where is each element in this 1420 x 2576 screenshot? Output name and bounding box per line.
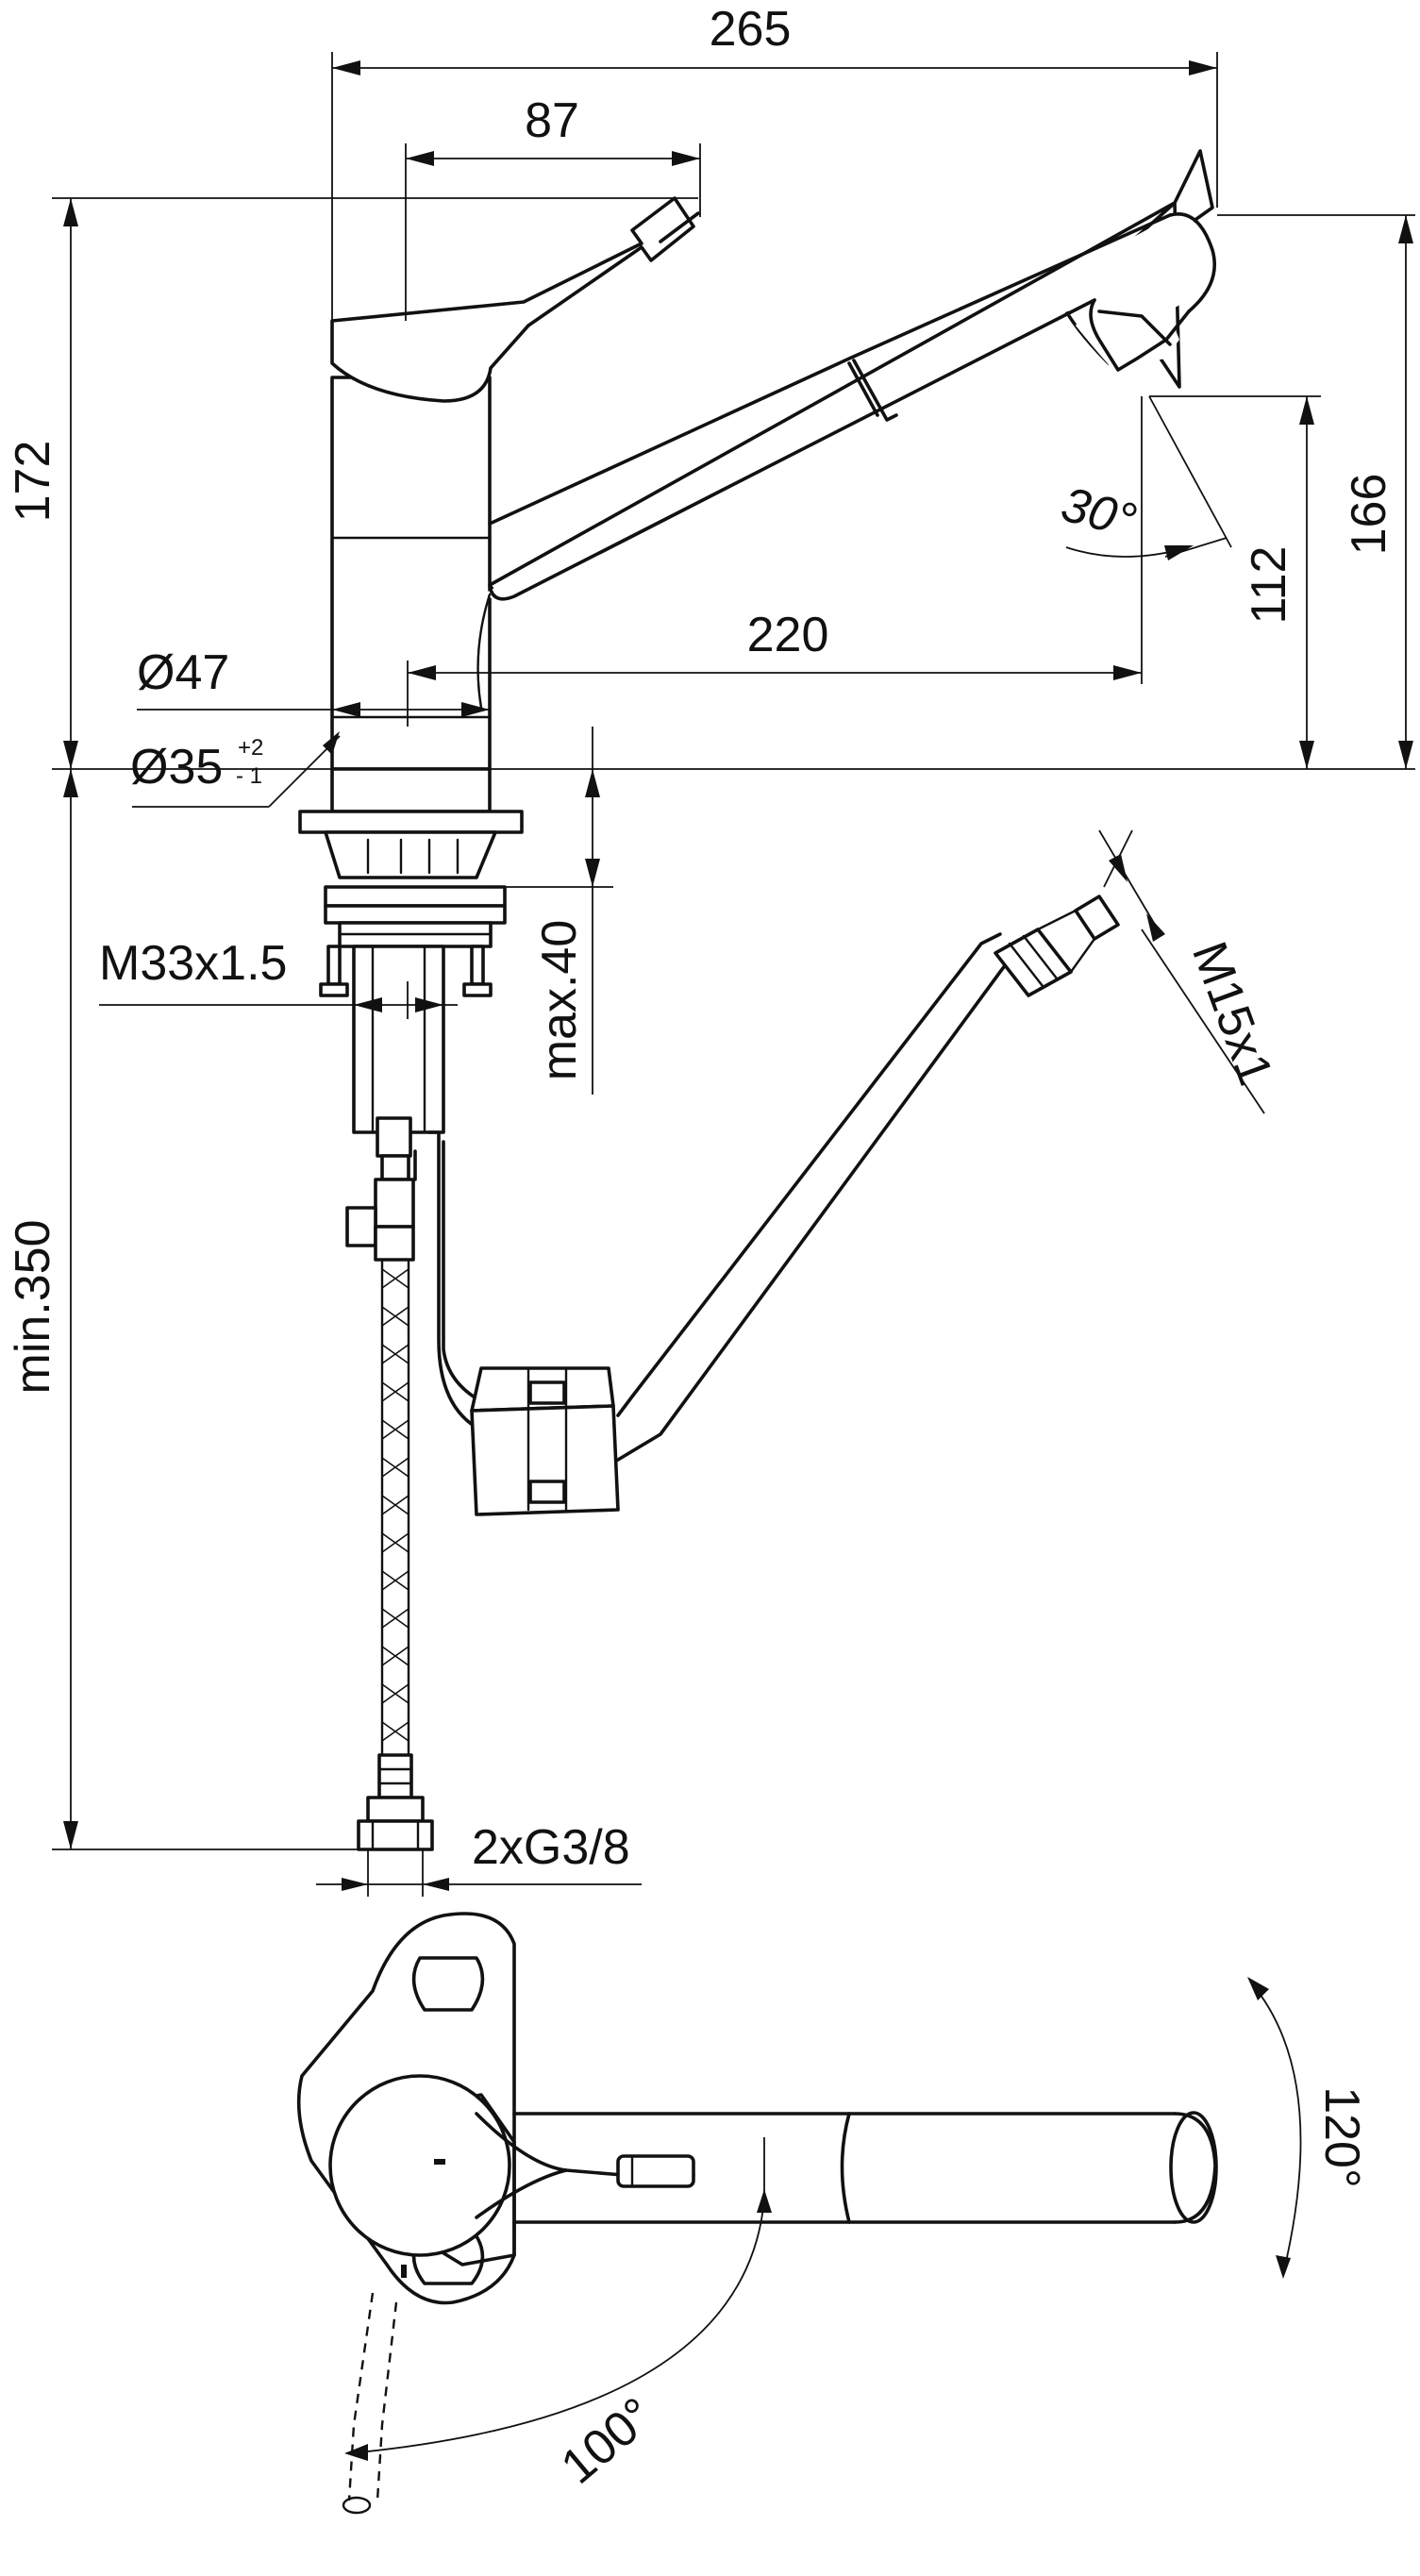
label-tolerance-minus: - 1 bbox=[236, 763, 262, 789]
dimension-lines bbox=[52, 52, 1415, 2461]
label-87: 87 bbox=[525, 93, 579, 148]
top-view bbox=[296, 1912, 1218, 2515]
faucet-body bbox=[330, 149, 1217, 771]
label-30-degrees: 30° bbox=[1056, 477, 1142, 548]
label-max-40: max.40 bbox=[532, 920, 587, 1081]
label-min-350: min.350 bbox=[6, 1220, 60, 1395]
label-thread-m15: M15x1 bbox=[1181, 935, 1283, 1093]
label-166: 166 bbox=[1342, 474, 1396, 556]
label-diameter-47: Ø47 bbox=[137, 645, 229, 700]
pullout-hose bbox=[413, 895, 1120, 1516]
label-120-degrees: 120° bbox=[1314, 2086, 1369, 2188]
label-thread-m33: M33x1.5 bbox=[99, 936, 287, 991]
label-supply-g38: 2xG3/8 bbox=[472, 1820, 630, 1875]
label-diameter-35: Ø35 bbox=[130, 740, 223, 795]
label-220: 220 bbox=[747, 608, 829, 662]
label-265: 265 bbox=[710, 2, 792, 57]
dimension-labels: 265 87 172 166 112 30° 220 Ø47 Ø35 +2 - … bbox=[6, 2, 1396, 2495]
label-tolerance-plus: +2 bbox=[238, 735, 263, 761]
label-112: 112 bbox=[1242, 546, 1296, 625]
label-100-degrees: 100° bbox=[551, 2387, 664, 2495]
label-172: 172 bbox=[6, 441, 60, 523]
supply-hose bbox=[345, 1116, 434, 1851]
mounting-assembly bbox=[298, 767, 524, 1134]
